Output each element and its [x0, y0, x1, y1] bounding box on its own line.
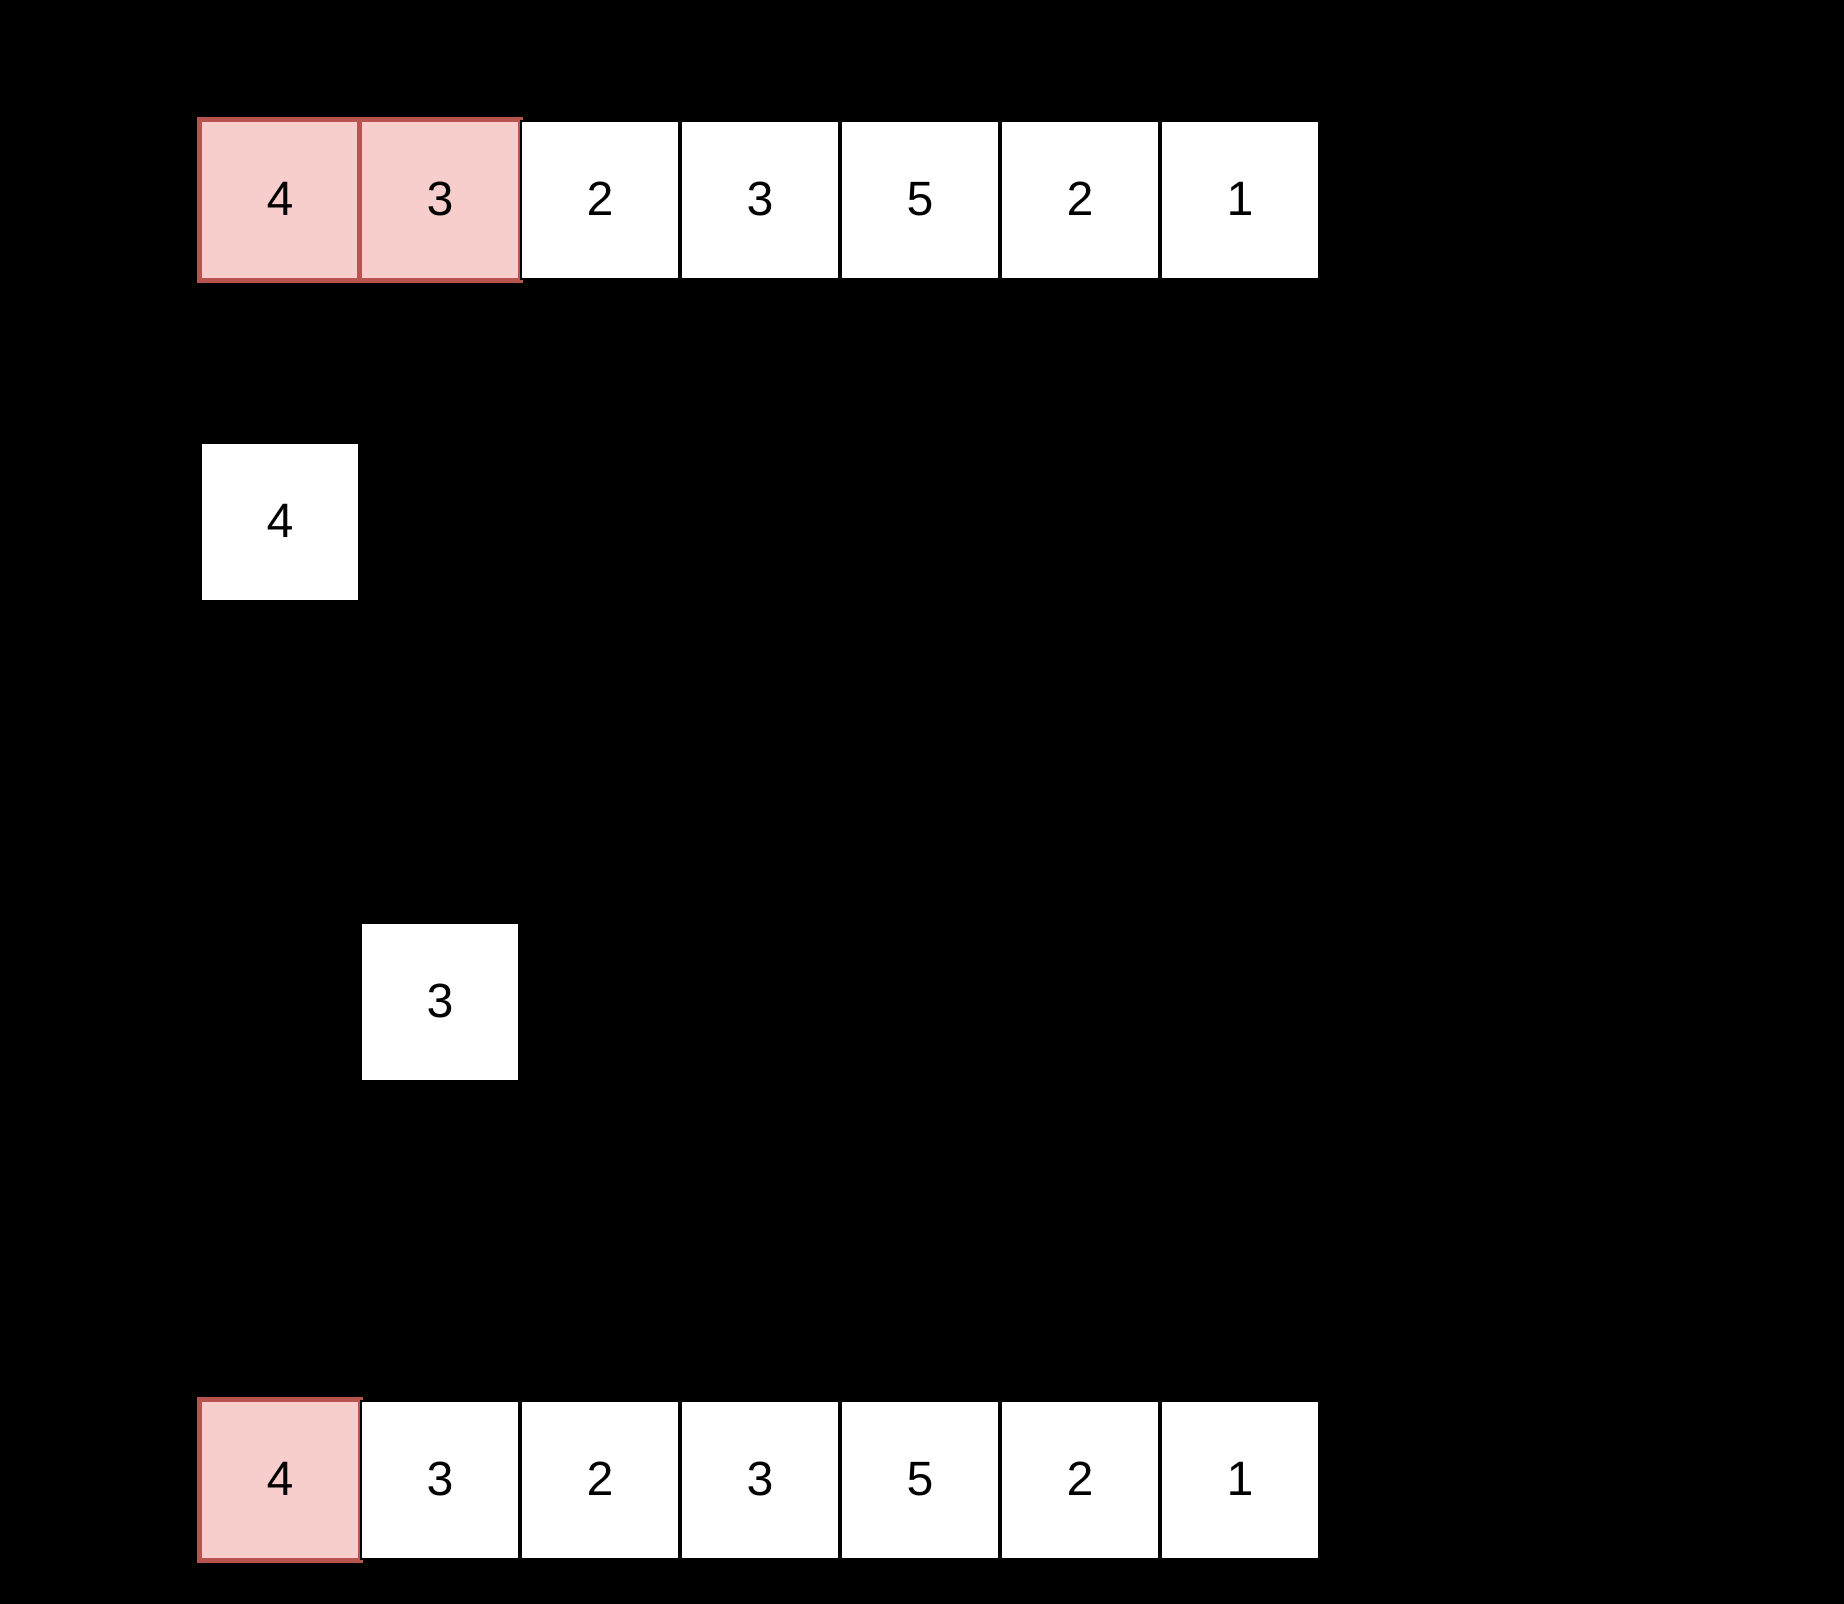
extracted-cell-3: 3 — [360, 922, 520, 1082]
array-cell: 3 — [680, 120, 840, 280]
extracted-cell-4: 4 — [200, 442, 360, 602]
array-cell: 2 — [1000, 120, 1160, 280]
array-cell: 5 — [840, 1400, 1000, 1560]
array-cell: 5 — [840, 120, 1000, 280]
array-cell: 4 — [200, 442, 360, 602]
array-cell: 3 — [360, 1400, 520, 1560]
array-cell: 2 — [520, 120, 680, 280]
array-cell: 2 — [1000, 1400, 1160, 1560]
array-cell: 4 — [197, 1397, 363, 1563]
array-cell: 3 — [360, 922, 520, 1082]
array-cell: 1 — [1160, 1400, 1320, 1560]
array-cell: 2 — [520, 1400, 680, 1560]
array-cell: 1 — [1160, 120, 1320, 280]
array-cell: 3 — [357, 117, 523, 283]
array-cell: 4 — [197, 117, 363, 283]
array-cell: 3 — [680, 1400, 840, 1560]
